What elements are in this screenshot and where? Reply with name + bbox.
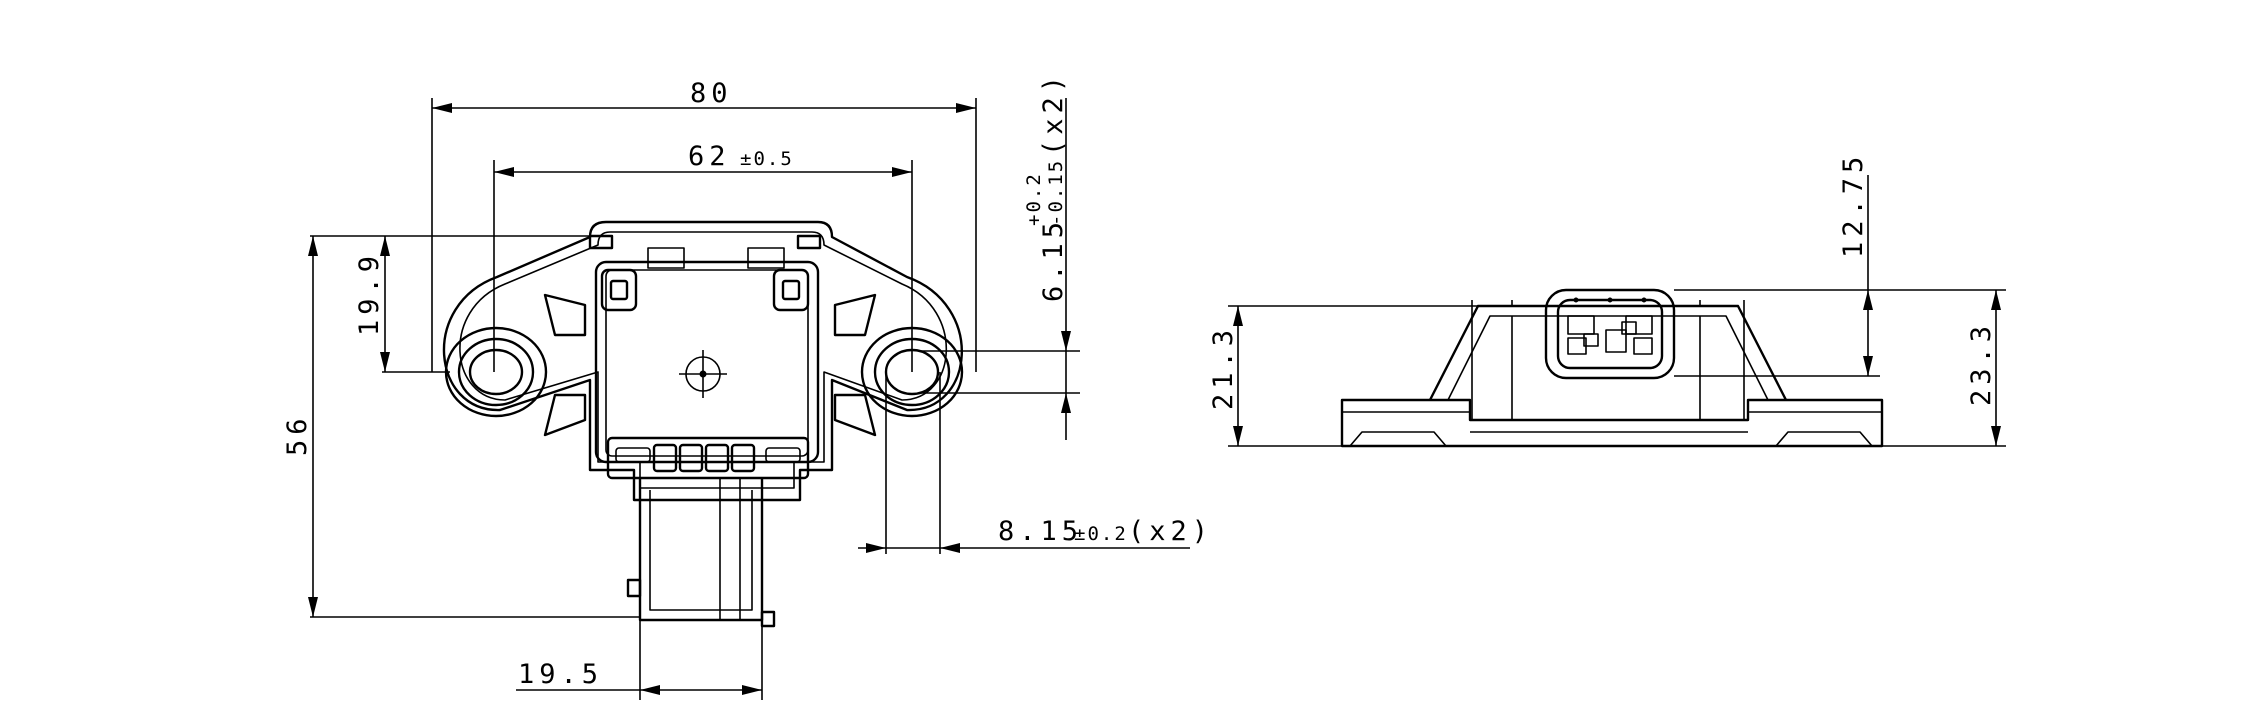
dim-qty-slot: (x2) (1128, 516, 1213, 547)
dim-label-hole-spacing: 62 (688, 141, 731, 172)
side-connector (1544, 288, 1676, 380)
center-mark (679, 350, 727, 398)
dim-label-side-connector-height: 12.75 (1838, 152, 1869, 258)
dim-label-side-height-left: 21.3 (1208, 325, 1239, 410)
dim-connector-width: 19.5 (516, 620, 763, 700)
dim-label-connector-width: 19.5 (518, 659, 603, 690)
dim-label-hole-height: 19.9 (354, 251, 385, 336)
corner-boss (772, 268, 810, 312)
side-base (1340, 398, 1884, 448)
right-ribs (833, 293, 877, 437)
top-tab (796, 234, 822, 250)
dim-label-overall-width: 80 (690, 78, 733, 109)
dim-side-connector-height: 12.75 (1674, 152, 1880, 377)
side-housing (1428, 304, 1788, 401)
dim-slot: 8.15 ±0.2 (x2) (858, 372, 1213, 554)
dim-qty-hole-diameter: (x2) (1038, 71, 1069, 156)
dim-overall-height: 56 (282, 235, 640, 618)
dim-overall-width: 80 (431, 78, 977, 372)
connector-housing (626, 478, 776, 628)
dim-tol-slot: ±0.2 (1074, 523, 1128, 545)
corner-boss-square (609, 279, 629, 301)
connector-pin-row (606, 436, 810, 480)
front-view: 80 62 ±0.5 56 19.9 (282, 71, 1213, 700)
side-view: 21.3 23.3 12.75 (1208, 152, 2006, 448)
left-ribs (543, 293, 587, 437)
dim-label-hole-diameter: 6.15 (1038, 217, 1069, 302)
dim-label-overall-height: 56 (282, 413, 313, 456)
dim-tol-hole-spacing: ±0.5 (740, 148, 794, 170)
sensor-body (594, 260, 820, 464)
top-notch (747, 247, 785, 269)
dim-side-height-right: 23.3 (1674, 289, 2006, 447)
dim-hole-height: 19.9 (354, 236, 450, 373)
dim-side-height-left: 21.3 (1208, 305, 1478, 447)
dim-tol-minus-hole-diameter: -0.15 (1045, 159, 1067, 226)
top-notch (647, 247, 685, 269)
dim-label-side-height-right: 23.3 (1966, 321, 1997, 406)
dim-hole-spacing: 62 ±0.5 (493, 141, 913, 372)
corner-boss (600, 268, 638, 312)
left-mounting-hole (444, 326, 548, 418)
dim-label-slot: 8.15 (998, 516, 1083, 547)
dim-tol-plus-hole-diameter: +0.2 (1023, 172, 1045, 226)
dim-hole-diameter: 6.15 +0.2 -0.15 (x2) (920, 71, 1080, 440)
corner-boss-square (781, 279, 801, 301)
